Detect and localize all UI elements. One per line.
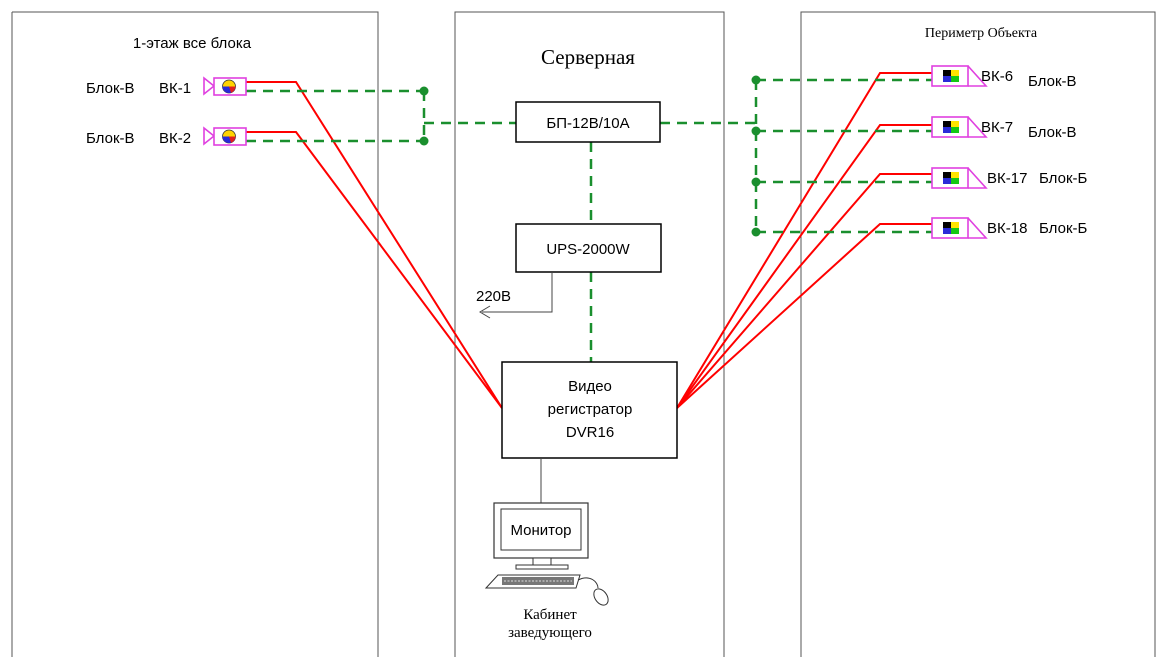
mains-feed-line [482,272,553,313]
camera-vk17-icon [931,167,988,189]
camera-vk7-id: ВК-7 [981,119,1013,136]
power-supply-box [515,101,661,143]
camera-vk1-block: Блок-В [86,80,135,97]
video-cable-vk18 [676,223,932,409]
camera-vk6-id: ВК-6 [981,68,1013,85]
camera-vk1: Блок-В ВК-1 [86,76,247,97]
junction-dot [751,177,761,187]
video-cable-vk2 [246,131,503,409]
video-cable-vk7 [676,124,932,409]
junction-dot [419,136,429,146]
mouse-icon [577,577,609,606]
camera-vk7: ВК-7 Блок-В [931,116,1077,141]
junction-dot [419,86,429,96]
junction-dot [751,126,761,136]
camera-vk18-icon [931,217,988,239]
workstation-label-line1: Кабинет [523,607,577,623]
camera-vk17-id: ВК-17 [987,170,1027,187]
camera-vk1-icon [203,76,247,96]
dvr-label-line2: регистратор [548,401,633,418]
ups-label: UPS-2000W [546,241,630,258]
ups-box [515,223,662,273]
camera-vk7-block: Блок-В [1028,124,1077,141]
camera-vk2-icon [203,126,247,146]
monitor-icon [493,502,589,570]
dvr-box [501,361,678,459]
dvr-label-line1: Видео [568,378,612,395]
camera-vk18-id: ВК-18 [987,220,1027,237]
camera-vk18-block: Блок-Б [1039,220,1087,237]
mains-arrow-icon [479,305,491,319]
mains-label: 220В [476,288,511,305]
zone-perimeter-title: Периметр Объекта [925,26,1038,41]
zone-floor1-title: 1-этаж все блока [133,35,252,52]
video-cable-vk17 [676,173,932,409]
camera-vk1-id: ВК-1 [159,80,191,97]
junction-dot [751,75,761,85]
video-cable-vk1 [246,81,503,409]
camera-vk6-block: Блок-В [1028,73,1077,90]
zone-perimeter-frame [800,11,1156,657]
camera-vk7-icon [931,116,988,138]
power-supply-label: БП-12В/10А [546,115,629,132]
junction-dot [751,227,761,237]
camera-vk6: ВК-6 Блок-В [931,65,1077,90]
camera-vk6-icon [931,65,988,87]
keyboard-icon [484,574,581,589]
video-cable-vk6 [676,72,932,409]
camera-vk18: ВК-18 Блок-Б [931,217,1087,239]
camera-vk2: Блок-В ВК-2 [86,126,247,147]
zone-server-room-title: Серверная [541,45,635,69]
zone-floor1-frame [12,11,379,657]
dvr-label-line3: DVR16 [566,424,614,441]
workstation-label-line2: заведующего [508,625,592,641]
camera-vk2-block: Блок-В [86,130,135,147]
camera-vk2-id: ВК-2 [159,130,191,147]
monitor-label: Монитор [510,522,571,539]
camera-vk17: ВК-17 Блок-Б [931,167,1087,189]
camera-vk17-block: Блок-Б [1039,170,1087,187]
